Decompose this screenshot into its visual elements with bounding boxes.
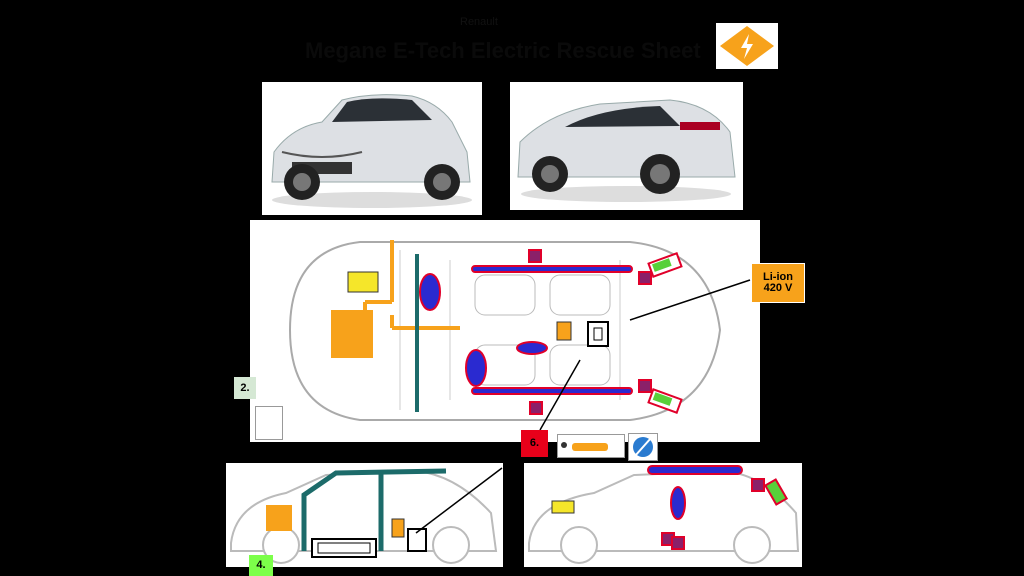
top-view-diagram [250,220,760,442]
disconnect-plug-icon [628,433,658,461]
pedestrian-icon [255,406,283,440]
ev-label-icon [557,434,625,458]
step-6-label: 6. [521,430,548,457]
header-brand: Renault [460,16,498,28]
step-2-label: 2. [234,377,256,399]
car-front-photo [262,82,482,215]
car-rear-photo [510,82,743,210]
step-4-label: 4. [249,555,273,576]
page-title: Megane E-Tech Electric Rescue Sheet [305,38,701,63]
high-voltage-diamond-icon [716,23,778,69]
battery-label: Li-ion 420 V [751,263,805,303]
side-view-right [524,463,802,567]
side-view-left [226,463,503,567]
